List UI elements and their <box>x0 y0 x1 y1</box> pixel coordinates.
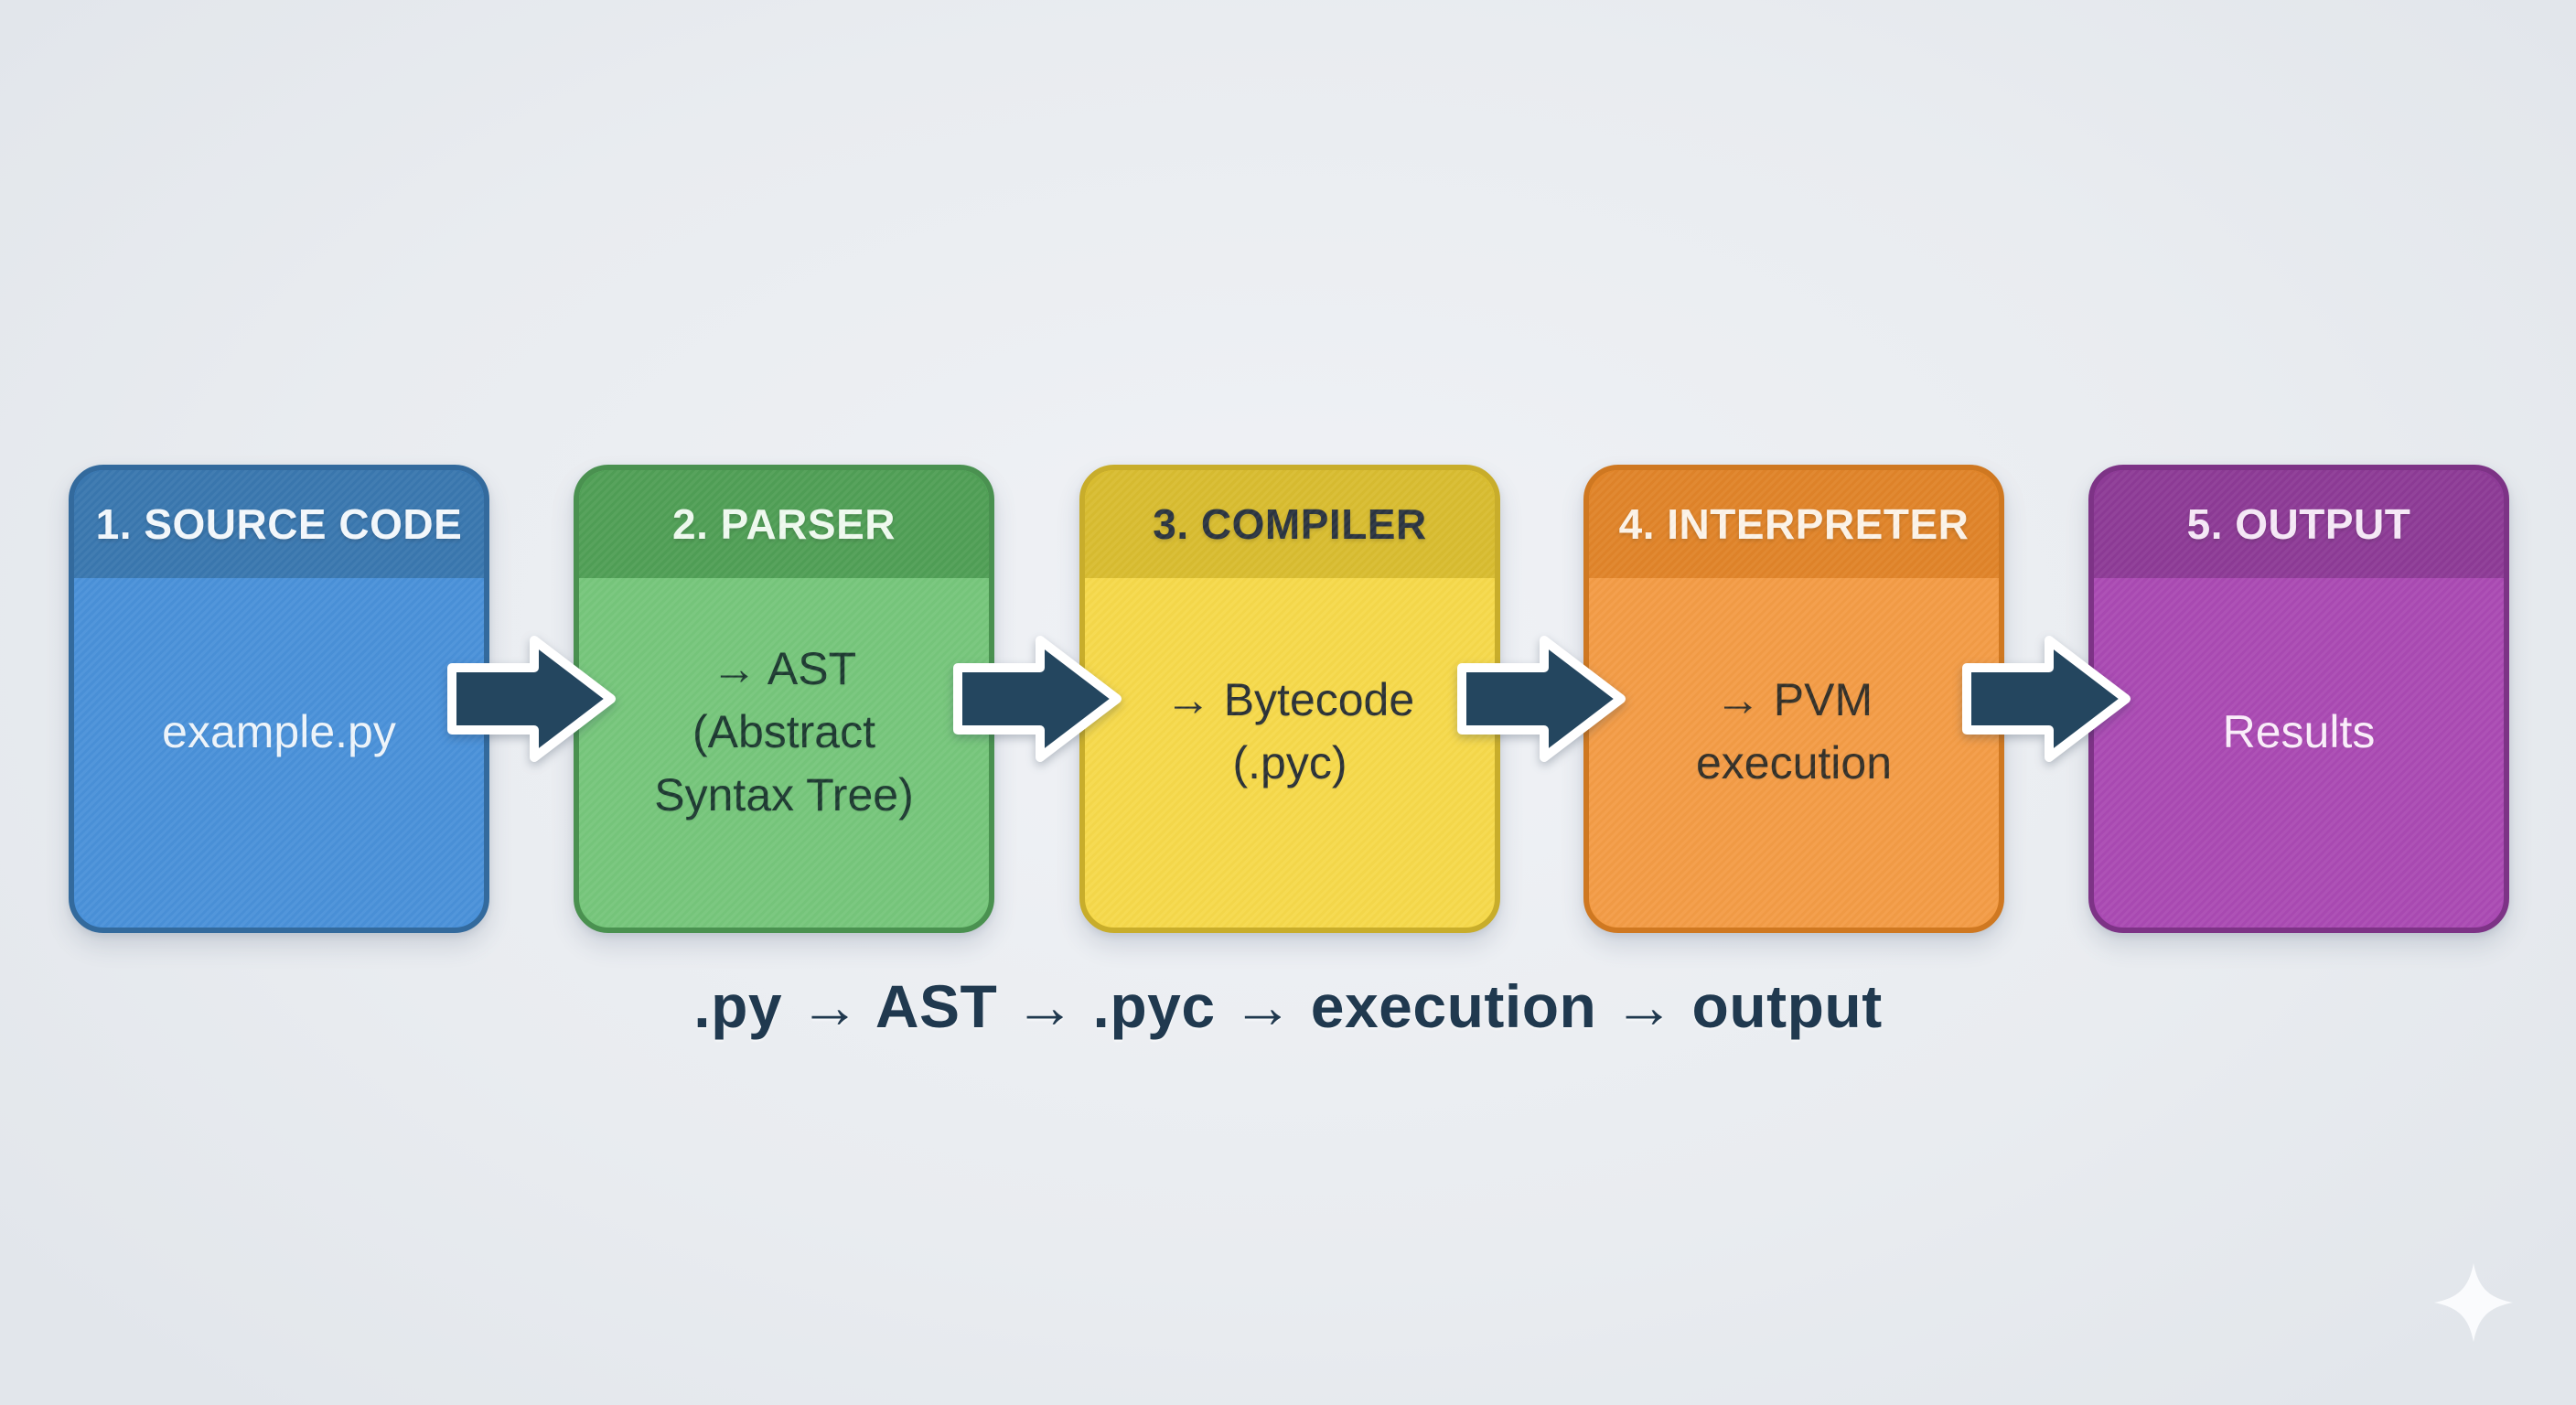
stage-title: 1. SOURCE CODE <box>95 500 463 548</box>
sparkle-icon <box>2434 1263 2513 1342</box>
stage-title: 5. OUTPUT <box>2186 500 2411 548</box>
stage-header: 5. OUTPUT <box>2094 470 2504 578</box>
stage-header: 4. INTERPRETER <box>1589 470 1999 578</box>
stage-body: Results <box>2094 578 2504 928</box>
flow-arrow-icon <box>1962 636 2131 762</box>
stage-title: 3. COMPILER <box>1153 500 1427 548</box>
stage-body-text: example.py <box>162 705 396 757</box>
stage-body-text: → Bytecode (.pyc) <box>1165 674 1415 788</box>
stage-body: example.py <box>74 578 484 928</box>
stage-header: 1. SOURCE CODE <box>74 470 484 578</box>
pipeline-summary-text: .py → AST → .pyc → execution → output <box>693 972 1883 1040</box>
stage-header: 3. COMPILER <box>1085 470 1495 578</box>
stage-body-text: Results <box>2222 705 2376 757</box>
stage-card-source-code: 1. SOURCE CODE example.py <box>69 465 489 933</box>
stage-body-text: → AST (Abstract Syntax Tree) <box>654 642 914 820</box>
flow-arrow-icon <box>1457 636 1626 762</box>
stage-title: 4. INTERPRETER <box>1618 500 1970 548</box>
flow-arrow-icon <box>447 636 616 762</box>
stage-card-parser: 2. PARSER → AST (Abstract Syntax Tree) <box>574 465 994 933</box>
stage-body: → Bytecode (.pyc) <box>1085 578 1495 928</box>
stage-body: → AST (Abstract Syntax Tree) <box>579 578 989 928</box>
flow-arrow-icon <box>953 636 1122 762</box>
stage-header: 2. PARSER <box>579 470 989 578</box>
stage-body: → PVM execution <box>1589 578 1999 928</box>
stage-body-text: → PVM execution <box>1695 674 1893 788</box>
stage-title: 2. PARSER <box>672 500 896 548</box>
stage-card-interpreter: 4. INTERPRETER → PVM execution <box>1583 465 2004 933</box>
stage-card-compiler: 3. COMPILER → Bytecode (.pyc) <box>1079 465 1500 933</box>
stage-card-output: 5. OUTPUT Results <box>2088 465 2509 933</box>
